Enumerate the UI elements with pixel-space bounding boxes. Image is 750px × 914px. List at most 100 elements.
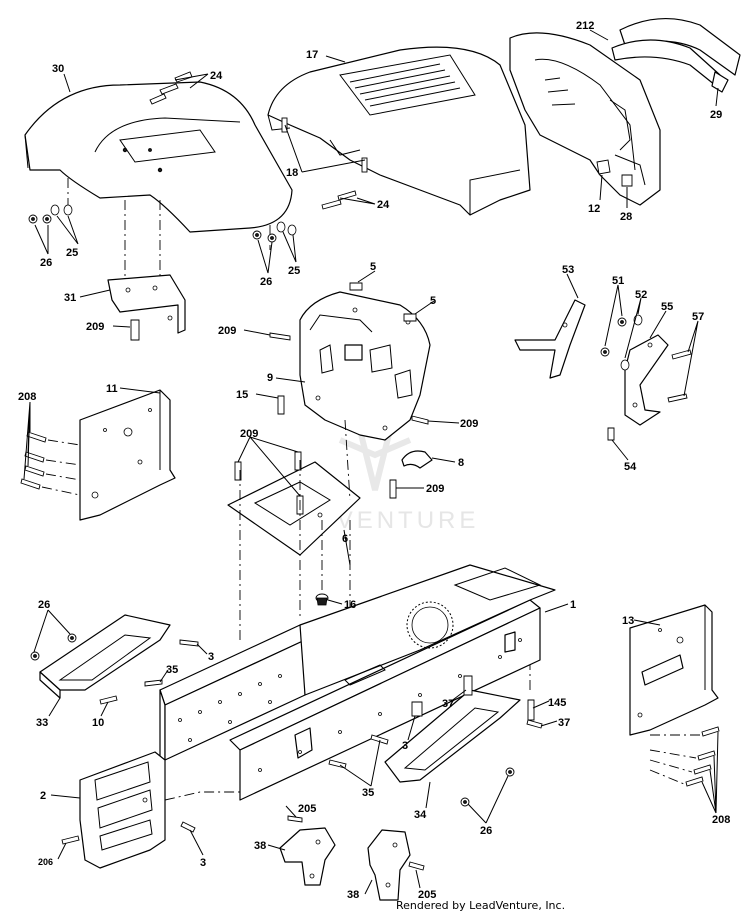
- bolts-208-left[interactable]: [20, 431, 47, 490]
- callout-24-top: 24: [210, 70, 223, 82]
- bolt-35-a[interactable]: [144, 679, 163, 687]
- screw-part-145[interactable]: [527, 699, 535, 721]
- callout-26-right: 26: [260, 276, 272, 288]
- callout-205-left: 205: [298, 803, 316, 815]
- trim-part-29[interactable]: [611, 18, 741, 93]
- callout-209-bracket: 209: [86, 321, 104, 333]
- callout-8: 8: [458, 457, 464, 469]
- clip-part-12[interactable]: [596, 159, 611, 175]
- callout-145: 145: [548, 697, 566, 709]
- callout-26-left: 26: [40, 257, 52, 269]
- callout-13: 13: [622, 615, 634, 627]
- callout-57: 57: [692, 311, 704, 323]
- bolt-209-plate-a[interactable]: [234, 461, 242, 481]
- callout-10: 10: [92, 717, 104, 729]
- bolt-3-b[interactable]: [411, 701, 423, 717]
- bolt-209-plate-d[interactable]: [389, 479, 397, 499]
- callout-51: 51: [612, 275, 624, 287]
- dash-panel-part-9[interactable]: [299, 291, 431, 441]
- bolt-part-54[interactable]: [607, 427, 615, 441]
- callout-209-dash: 209: [218, 325, 236, 337]
- callout-206: 206: [38, 857, 53, 867]
- callout-24-right: 24: [377, 199, 390, 211]
- panel-part-13[interactable]: [629, 604, 719, 736]
- fender-part-30[interactable]: [24, 81, 293, 233]
- callout-25-left: 25: [66, 247, 78, 259]
- footrest-part-33[interactable]: [39, 614, 171, 699]
- grommet-part-16[interactable]: [315, 593, 329, 606]
- callout-208-left: 208: [18, 391, 36, 403]
- bolt-209-dash-right[interactable]: [411, 415, 429, 425]
- bolt-part-10[interactable]: [99, 695, 118, 705]
- callout-31: 31: [64, 292, 76, 304]
- callout-16: 16: [344, 599, 356, 611]
- plate-part-6[interactable]: [227, 461, 361, 556]
- callout-18: 18: [286, 167, 298, 179]
- nuts-26-lower[interactable]: [30, 633, 515, 807]
- bolt-3-c[interactable]: [180, 821, 196, 833]
- callout-3-bottom: 3: [200, 857, 206, 869]
- callout-209-right: 209: [460, 418, 478, 430]
- callout-26-lower-left: 26: [38, 599, 50, 611]
- bolt-35-c[interactable]: [370, 734, 389, 745]
- bracket-part-55[interactable]: [624, 334, 669, 426]
- bracket-part-38-b[interactable]: [367, 829, 411, 901]
- callout-26-lower-right: 26: [480, 825, 492, 837]
- clip-part-8[interactable]: [401, 450, 433, 469]
- bolt-209-dash-left[interactable]: [269, 332, 291, 341]
- bumper-part-18[interactable]: [281, 117, 368, 173]
- callout-3-center: 3: [402, 740, 408, 752]
- bolt-37-b[interactable]: [526, 719, 543, 729]
- callout-25-right: 25: [288, 265, 300, 277]
- callout-37-left: 37: [442, 698, 454, 710]
- callout-30: 30: [52, 63, 64, 75]
- callout-38-left: 38: [254, 840, 266, 852]
- hardware-25-26-right[interactable]: [252, 221, 297, 243]
- clip-part-28[interactable]: [621, 174, 633, 187]
- bracket-part-53[interactable]: [514, 299, 586, 379]
- bolts-57[interactable]: [667, 349, 692, 403]
- callout-11: 11: [106, 383, 118, 395]
- callout-15: 15: [236, 389, 248, 401]
- callout-37-right: 37: [558, 717, 570, 729]
- bolt-3-a[interactable]: [179, 639, 199, 647]
- callout-53: 53: [562, 264, 574, 276]
- callout-209-lower: 209: [426, 483, 444, 495]
- callout-1: 1: [570, 599, 576, 611]
- callout-5-right: 5: [430, 295, 436, 307]
- callout-9: 9: [267, 372, 273, 384]
- callout-12: 12: [588, 203, 600, 215]
- callout-6: 6: [342, 533, 348, 545]
- bolt-205-b[interactable]: [408, 861, 425, 871]
- callout-35-left: 35: [166, 664, 178, 676]
- frame-part-1[interactable]: [159, 564, 556, 801]
- callout-35-center: 35: [362, 787, 374, 799]
- hardware-25-26-left[interactable]: [28, 204, 73, 224]
- bracket-part-38-a[interactable]: [279, 827, 336, 886]
- bracket-part-31[interactable]: [107, 274, 186, 334]
- panel-part-11[interactable]: [79, 389, 176, 521]
- bolt-205-a[interactable]: [287, 815, 303, 823]
- bolts-208-right[interactable]: [685, 726, 720, 787]
- bolt-part-15[interactable]: [277, 395, 285, 415]
- bracket-part-2[interactable]: [79, 751, 166, 869]
- callout-5-top: 5: [370, 261, 376, 273]
- grille-part-212[interactable]: [509, 32, 661, 206]
- callout-55: 55: [661, 301, 673, 313]
- bolt-part-206[interactable]: [61, 835, 80, 845]
- callout-205-right: 205: [418, 889, 436, 901]
- callout-208-right: 208: [712, 814, 730, 826]
- bolt-37-a[interactable]: [463, 675, 473, 696]
- callout-2: 2: [40, 790, 46, 802]
- screw-24-right[interactable]: [321, 190, 357, 210]
- callout-34: 34: [414, 809, 427, 821]
- bolt-209-plate-b[interactable]: [294, 451, 302, 471]
- nuts-51-52[interactable]: [600, 314, 643, 371]
- callout-3-top: 3: [208, 651, 214, 663]
- callout-28: 28: [620, 211, 632, 223]
- nut-part-5[interactable]: [349, 282, 417, 322]
- hood-part-17[interactable]: [267, 46, 531, 216]
- callout-54: 54: [624, 461, 637, 473]
- callout-209-plate: 209: [240, 428, 258, 440]
